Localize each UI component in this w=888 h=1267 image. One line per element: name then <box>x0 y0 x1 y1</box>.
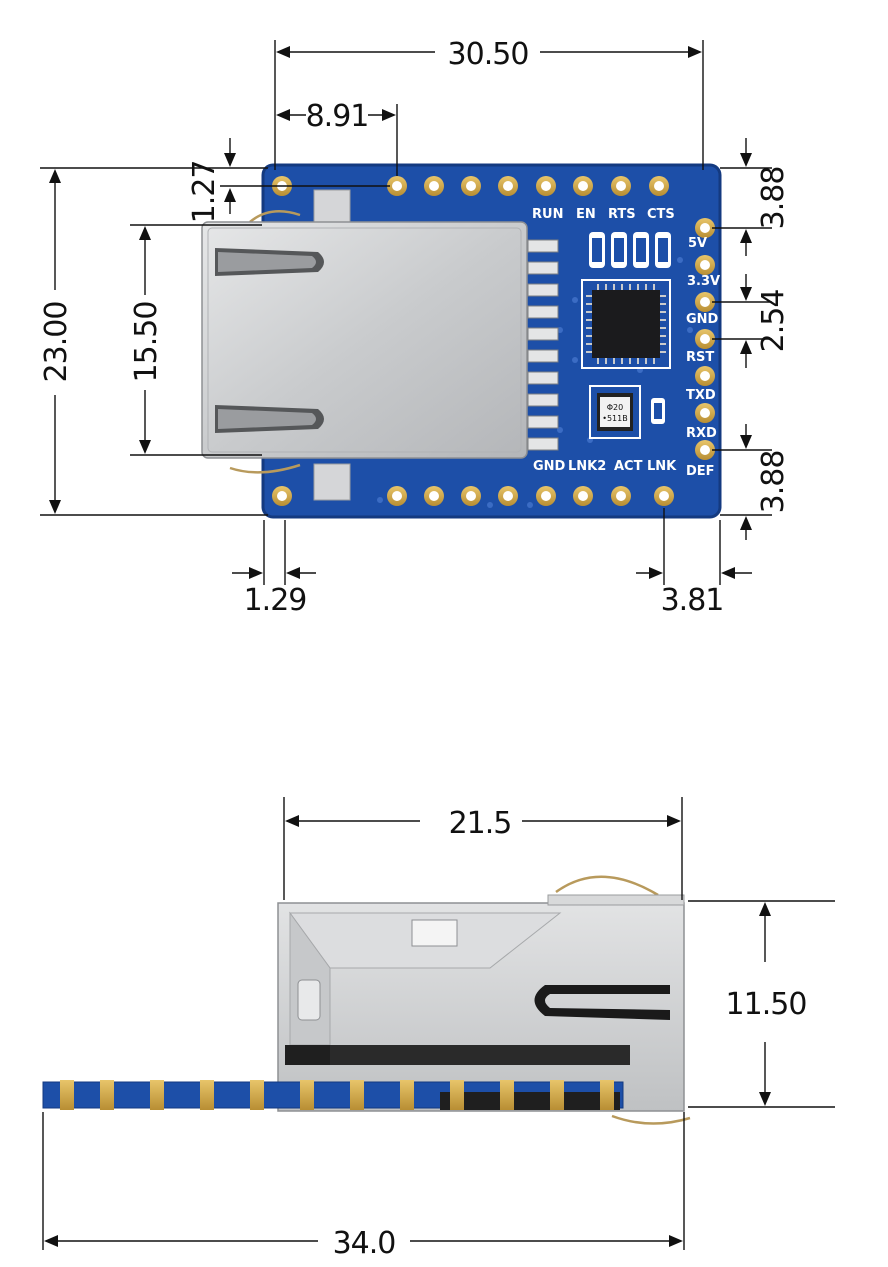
dim-top-pin-row-offset-label: 1.27 <box>187 161 222 224</box>
jack-tab-top <box>313 189 351 225</box>
dim-height-label: 11.50 <box>726 987 807 1022</box>
dim-first-pin-offset: 8.91 <box>276 99 398 176</box>
dim-side-pin-bottom-offset-label: 3.88 <box>756 451 791 514</box>
dim-overall-length-label: 34.0 <box>333 1226 396 1261</box>
dim-height: 11.50 <box>688 900 835 1108</box>
dim-right-pin-offset-label: 3.81 <box>661 583 724 618</box>
dim-pin-pitch: 2.54 <box>712 274 791 368</box>
crystal-outline <box>589 385 641 439</box>
side-jack-led-window <box>297 979 321 1021</box>
side-pin-column <box>695 218 715 460</box>
rj45-fins <box>527 239 559 451</box>
dim-overall-height-label: 23.00 <box>39 302 74 383</box>
side-jack-latch <box>534 985 670 1020</box>
side-pins <box>60 1080 614 1110</box>
dim-jack-length-label: 21.5 <box>449 806 512 841</box>
dim-jack-length: 21.5 <box>283 797 683 900</box>
dim-overall-height: 23.00 <box>39 167 268 516</box>
label-3v3: 3.3V <box>687 274 720 289</box>
label-5v: 5V <box>688 236 707 251</box>
dim-pin-pitch-label: 2.54 <box>756 290 791 353</box>
label-rst: RST <box>686 350 714 365</box>
label-rxd: RXD <box>686 426 717 441</box>
crystal-marking-2: •511B <box>602 414 627 423</box>
dim-side-pin-top-offset: 3.88 <box>712 138 791 256</box>
side-jack-window <box>411 919 458 947</box>
top-view: Φ20 •511B RUN EN RTS CTS 5V 3.3V GND RST… <box>39 37 791 618</box>
label-en: EN <box>576 207 596 222</box>
label-lnk2: LNK2 <box>568 459 606 474</box>
dim-overall-length: 34.0 <box>42 1112 685 1261</box>
led-resistors <box>589 232 671 268</box>
dim-top-pin-row-offset: 1.27 <box>187 138 390 223</box>
dim-side-pin-bottom-offset: 3.88 <box>712 424 791 540</box>
ic-outline <box>581 279 671 369</box>
dim-left-edge-offset-label: 1.29 <box>244 583 307 618</box>
label-txd: TXD <box>686 388 716 403</box>
dim-left-edge-offset: 1.29 <box>232 520 316 618</box>
label-act: ACT <box>614 459 643 474</box>
dim-jack-height-label: 15.50 <box>129 302 164 383</box>
main-ic-chip <box>592 290 660 358</box>
dim-first-pin-offset-label: 8.91 <box>306 99 369 134</box>
label-cts: CTS <box>647 207 675 222</box>
label-run: RUN <box>532 207 563 222</box>
ic-pins <box>586 284 666 364</box>
dim-jack-height: 15.50 <box>129 224 262 456</box>
top-pin-row <box>272 176 669 196</box>
rj45-shield <box>201 221 528 459</box>
dim-overall-width: 30.50 <box>274 37 704 170</box>
label-gnd-side: GND <box>686 312 719 327</box>
label-lnk: LNK <box>647 459 677 474</box>
dim-overall-width-label: 30.50 <box>448 37 529 72</box>
crystal-marking-1: Φ20 <box>607 403 623 412</box>
dim-right-pin-offset: 3.81 <box>636 508 752 618</box>
side-view: 21.5 11.50 34.0 <box>42 797 835 1261</box>
label-def: DEF <box>686 464 715 479</box>
label-gnd-bottom: GND <box>533 459 566 474</box>
label-rts: RTS <box>608 207 636 222</box>
jack-tab-bottom <box>313 463 351 501</box>
bottom-pin-row <box>272 486 674 506</box>
dim-side-pin-top-offset-label: 3.88 <box>756 167 791 230</box>
